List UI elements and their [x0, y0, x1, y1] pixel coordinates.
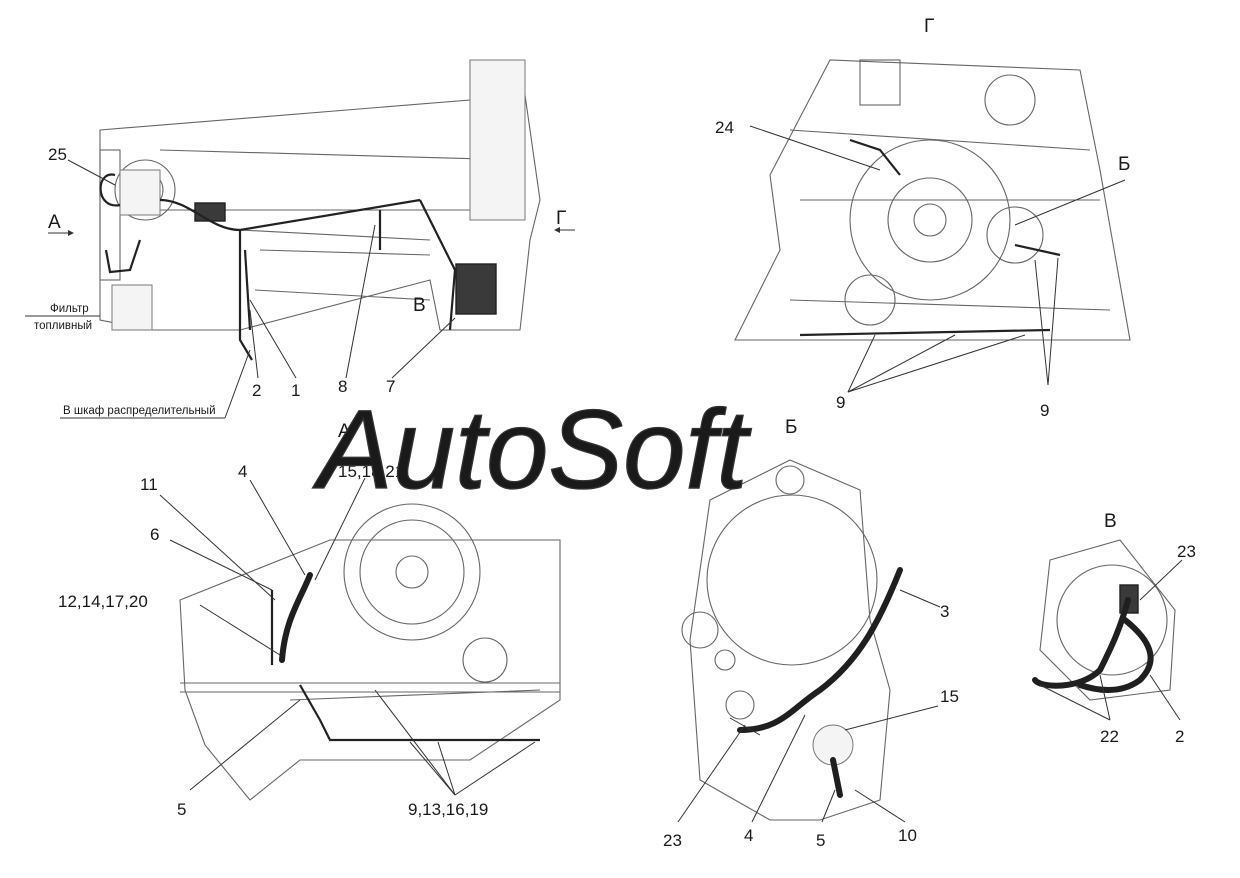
callout-4-view-b: 4 [744, 826, 753, 845]
view-arrow-v: В [413, 295, 426, 316]
callout-24: 24 [715, 118, 734, 137]
leader-lines [25, 125, 1183, 823]
callout-6: 6 [150, 525, 159, 544]
view-g [734, 59, 1131, 341]
callout-5-view-b: 5 [816, 831, 825, 850]
callout-23-view-b: 23 [663, 831, 682, 850]
view-arrows [48, 227, 575, 236]
view-title-v: В [1104, 511, 1117, 532]
callout-12-14-17-20: 12,14,17,20 [58, 592, 148, 611]
callout-labels: 25 2 1 8 7 24 9 9 11 4 15,18,21 6 12,14,… [48, 118, 1196, 850]
note-fuel-filter-line2: топливный [34, 320, 92, 332]
callout-2-view-v: 2 [1175, 727, 1184, 746]
callout-15: 15 [940, 687, 959, 706]
callout-9-right: 9 [1040, 401, 1049, 420]
side-view [99, 59, 541, 361]
view-title-b: Б [785, 417, 797, 438]
callout-11: 11 [140, 475, 158, 494]
view-b [681, 459, 903, 821]
callout-3: 3 [940, 602, 949, 621]
view-markers: А Г В Г Б А Б В [48, 16, 1130, 532]
callout-9-13-16-19: 9,13,16,19 [408, 800, 488, 819]
view-arrow-g: Г [556, 208, 566, 229]
view-title-g: Г [924, 16, 934, 37]
callout-23-view-v: 23 [1177, 542, 1196, 561]
callout-4-view-a: 4 [238, 462, 247, 481]
callout-10: 10 [898, 826, 917, 845]
view-arrow-a: А [48, 212, 61, 233]
callout-7: 7 [386, 377, 395, 396]
callout-5-view-a: 5 [177, 800, 186, 819]
view-a [179, 503, 561, 801]
callout-1: 1 [291, 381, 300, 400]
callout-22: 22 [1100, 727, 1119, 746]
note-to-distribution-cabinet: В шкаф распределительный [63, 405, 216, 417]
callout-25: 25 [48, 145, 67, 164]
notes: Фильтр топливный В шкаф распределительны… [34, 303, 216, 417]
view-title-a: А [338, 421, 351, 442]
view-marker-b: Б [1118, 154, 1130, 175]
watermark: AutoSoft [312, 387, 752, 512]
note-fuel-filter-line1: Фильтр [50, 303, 89, 315]
callout-9-left: 9 [836, 393, 845, 412]
callout-15-18-21: 15,18,21 [338, 462, 404, 481]
view-v [1032, 539, 1176, 701]
callout-2: 2 [252, 381, 261, 400]
callout-8: 8 [338, 377, 347, 396]
